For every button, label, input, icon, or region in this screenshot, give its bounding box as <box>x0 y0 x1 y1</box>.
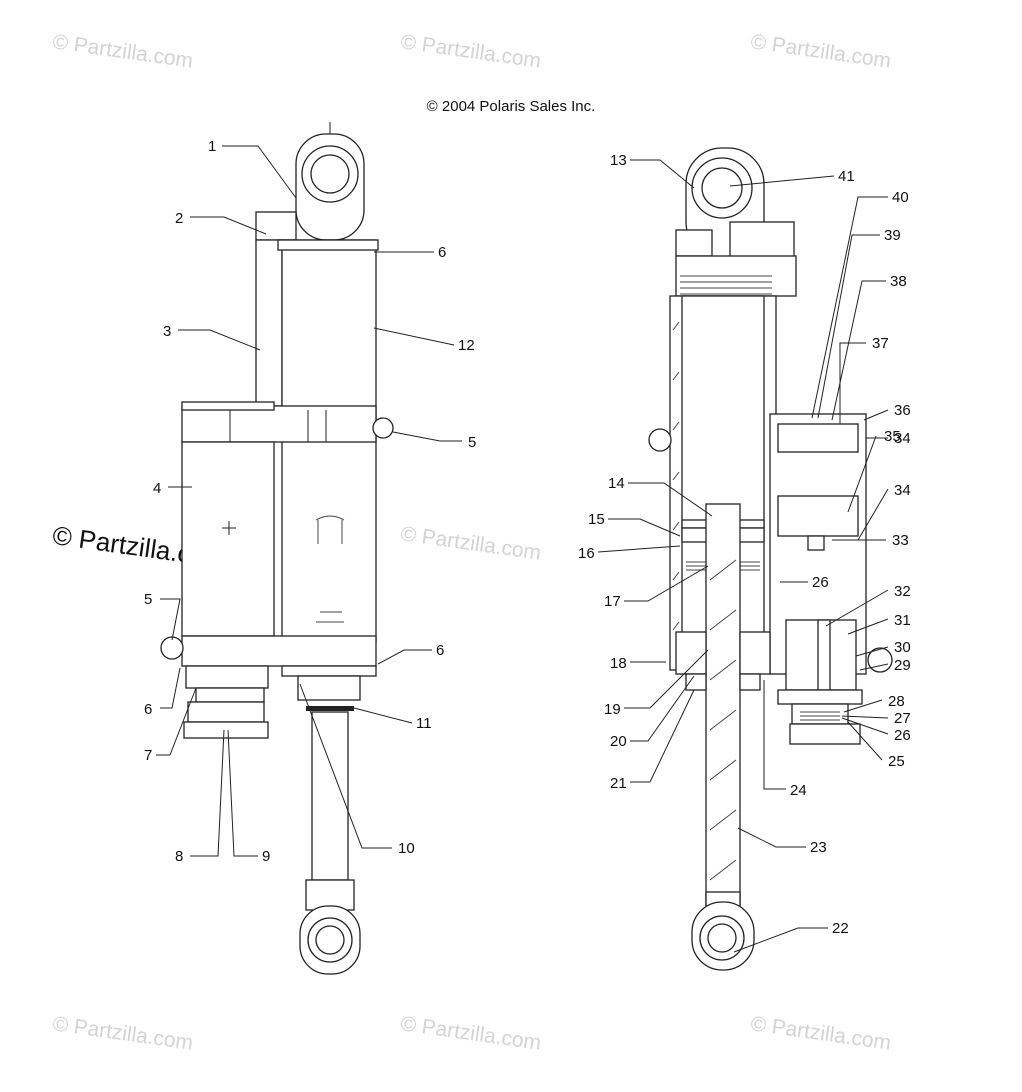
callout-39: 39 <box>884 227 901 244</box>
callout-9: 9 <box>262 848 270 865</box>
callout-1: 1 <box>208 138 216 155</box>
callout-5: 5 <box>144 591 152 608</box>
callout-5: 5 <box>468 434 476 451</box>
callout-16: 16 <box>578 545 595 562</box>
callout-19: 19 <box>604 701 621 718</box>
callout-10: 10 <box>398 840 415 857</box>
callout-2: 2 <box>175 210 183 227</box>
callout-12: 12 <box>458 337 475 354</box>
callout-26: 26 <box>812 574 829 591</box>
callout-18: 18 <box>610 655 627 672</box>
callout-32: 32 <box>894 583 911 600</box>
callout-30: 30 <box>894 639 911 656</box>
callout-29: 29 <box>894 657 911 674</box>
copyright-text: © 2004 Polaris Sales Inc. <box>426 98 596 115</box>
callout-25: 25 <box>888 753 905 770</box>
callout-20: 20 <box>610 733 627 750</box>
section-view <box>648 147 893 971</box>
callout-14: 14 <box>608 475 625 492</box>
callout-33: 33 <box>892 532 909 549</box>
callout-11: 11 <box>416 715 432 732</box>
callout-22: 22 <box>832 920 849 937</box>
callout-15: 15 <box>588 511 605 528</box>
callout-34: 34 <box>894 482 911 499</box>
callout-labels: 1 2 3 4 6 12 5 5 6 6 11 7 8 9 10 13 41 4… <box>144 138 911 937</box>
callout-34: 34 <box>894 430 911 447</box>
callout-24: 24 <box>790 782 807 799</box>
callout-leaders <box>156 145 889 953</box>
callout-41: 41 <box>838 168 855 185</box>
callout-38: 38 <box>890 273 907 290</box>
callout-4: 4 <box>153 480 161 497</box>
callout-37: 37 <box>872 335 889 352</box>
callout-35: 35 <box>884 428 901 445</box>
exterior-view <box>160 122 394 975</box>
callout-8: 8 <box>175 848 183 865</box>
callout-3: 3 <box>163 323 171 340</box>
callout-6: 6 <box>144 701 152 718</box>
callout-28: 28 <box>888 693 905 710</box>
callout-6: 6 <box>436 642 444 659</box>
callout-6: 6 <box>438 244 446 261</box>
callout-26: 26 <box>894 727 911 744</box>
callout-7: 7 <box>144 747 152 764</box>
callout-31: 31 <box>894 612 911 629</box>
callout-21: 21 <box>610 775 627 792</box>
callout-13: 13 <box>610 152 627 169</box>
callout-23: 23 <box>810 839 827 856</box>
callout-36: 36 <box>894 402 911 419</box>
callout-40: 40 <box>892 189 909 206</box>
callout-27: 27 <box>894 710 911 727</box>
callout-17: 17 <box>604 593 621 610</box>
